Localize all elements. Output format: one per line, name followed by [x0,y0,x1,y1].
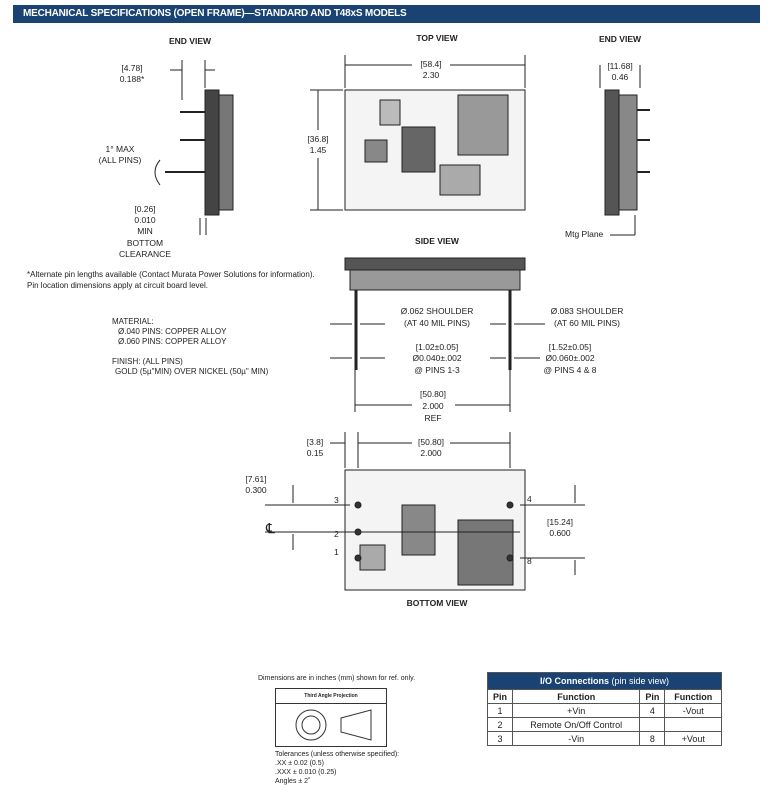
note-line: MATERIAL: [112,317,154,326]
side-view-drawing [330,257,545,412]
dim-label: [1.52±0.05] [548,342,592,352]
dim-label: Ø0.060±.002 [545,353,595,363]
tolerance-line: .XXX ± 0.010 (0.25) [275,769,337,776]
dim-label: @ PINS 4 & 8 [543,365,597,375]
dim-label: 0.46 [611,72,629,82]
tolerance-line: Angles ± 2˚ [275,778,311,785]
projection-title: Third Angle Projection [276,689,386,704]
note-line: GOLD (5µ"MIN) OVER NICKEL (50µ" MIN) [115,367,269,376]
dim-label: [4.78] [121,63,143,73]
dim-label: 0.300 [245,485,267,495]
dim-label: Ø0.040±.002 [412,353,462,363]
column-header: Function [664,689,722,704]
pin-label: 8 [527,556,532,566]
top-view-label: TOP VIEW [416,33,458,43]
dim-label: [7.61] [245,474,267,484]
dim-label: (AT 40 MIL PINS) [404,318,470,328]
dim-label: 2.000 [422,401,444,411]
table-header-row: Pin Function Pin Function [487,689,722,704]
dim-label: [36.8] [307,134,329,144]
dim-label: Ø.083 SHOULDER [550,306,624,316]
centerline-symbol: ℄ [266,520,275,536]
dim-label: @ PINS 1-3 [414,365,460,375]
table-title: I/O Connections [539,676,609,686]
dim-label: (AT 60 MIL PINS) [554,318,620,328]
dim-label: [0.26] [134,204,156,214]
column-header: Pin [487,689,513,704]
column-header: Function [511,689,641,704]
dim-label: [50.80] [418,437,444,447]
pin-label: 4 [527,494,532,504]
pin-label: 3 [334,495,339,505]
dim-label: 1° MAX [105,144,135,154]
end-view-left-label: END VIEW [168,36,212,46]
dim-label: 2.30 [422,70,440,80]
dim-label: [11.68] [607,61,633,71]
third-angle-projection-icon [295,709,372,741]
table-cell: +Vin [511,703,641,718]
dim-label: MIN [137,226,153,236]
dim-label: CLEARANCE [119,249,171,259]
dim-label: BOTTOM [126,238,164,248]
table-cell [664,717,722,732]
dim-label: Ø.062 SHOULDER [400,306,474,316]
table-cell: 3 [487,731,513,746]
dim-label: [58.4] [420,59,442,69]
dim-label: 0.010 [134,215,156,225]
end-view-left-drawing [154,60,234,235]
table-cell [639,717,666,732]
table-cell: +Vout [664,731,722,746]
mtg-plane-label: Mtg Plane [565,229,604,239]
end-view-right-label: END VIEW [598,34,642,44]
dim-label: REF [424,413,442,423]
note-line: Pin location dimensions apply at circuit… [27,281,208,290]
dim-label: 0.188* [119,74,145,84]
dim-label: [15.24] [547,517,573,527]
dim-label: 0.15 [306,448,324,458]
dim-label: [50.80] [420,389,446,399]
tolerance-line: .XX ± 0.02 (0.5) [275,760,324,767]
dim-label: 2.000 [420,448,442,458]
dims-note: Dimensions are in inches (mm) shown for … [258,675,416,682]
table-cell: 1 [487,703,513,718]
dim-label: (ALL PINS) [98,155,142,165]
table-cell: 8 [639,731,666,746]
projection-symbol-box: Third Angle Projection [275,688,387,747]
dim-label: 0.600 [549,528,571,538]
dim-label: [1.02±0.05] [415,342,459,352]
table-cell: -Vin [511,731,641,746]
pin-label: 1 [334,547,339,557]
dim-label: [3.8] [306,437,324,447]
table-cell: 2 [487,717,513,732]
note-line: Ø.060 PINS: COPPER ALLOY [118,337,227,346]
table-caption: I/O Connections (pin side view) [487,672,722,690]
table-cell: Remote On/Off Control [511,717,641,732]
bottom-view-drawing [265,432,585,591]
table-subtitle: (pin side view) [608,676,670,686]
note-line: FINISH: (ALL PINS) [112,357,183,366]
end-view-right-drawing [599,65,650,236]
io-connections-table: I/O Connections (pin side view) Pin Func… [487,672,722,746]
table-cell: -Vout [664,703,722,718]
dim-label: 1.45 [309,145,327,155]
pin-label: 2 [334,529,339,539]
tolerance-title: Tolerances (unless otherwise specified): [275,751,400,758]
section-header: MECHANICAL SPECIFICATIONS (OPEN FRAME)—S… [13,5,760,23]
bottom-view-label: BOTTOM VIEW [406,598,468,608]
note-line: Ø.040 PINS: COPPER ALLOY [118,327,227,336]
table-cell: 4 [639,703,666,718]
top-view-drawing [310,55,526,211]
column-header: Pin [639,689,666,704]
side-view-label: SIDE VIEW [415,236,459,246]
note-line: *Alternate pin lengths available (Contac… [27,270,315,279]
